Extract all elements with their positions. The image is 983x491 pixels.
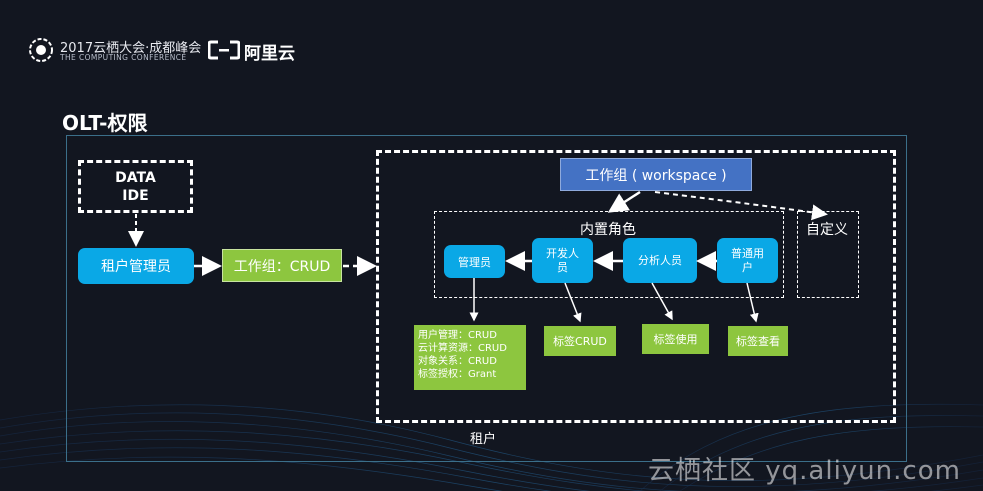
aliyun-logo-icon [208, 40, 240, 60]
tag-use-node: 标签使用 [642, 324, 709, 354]
data-ide-box: DATA IDE [78, 160, 193, 213]
conference-logo-icon [29, 38, 53, 62]
permission-item: 对象关系：CRUD [418, 356, 497, 367]
workspace-node: 工作组 ( workspace ) [560, 158, 752, 191]
role-admin-node: 管理员 [444, 245, 505, 278]
watermark: 云栖社区 yq.aliyun.com [648, 456, 961, 486]
tenant-label: 租户 [470, 432, 497, 447]
conference-title: 2017云栖大会·成都峰会 [60, 41, 202, 56]
arrow-user-to-tag-view [746, 282, 759, 323]
arrow-dev-to-tag-crud [564, 282, 582, 323]
role-developer-node: 开发人员 [532, 238, 593, 283]
permission-item: 云计算资源：CRUD [418, 343, 507, 354]
custom-roles-container [797, 211, 859, 298]
arrow-workspace-to-custom [654, 191, 828, 221]
workgroup-crud-node: 工作组：CRUD [222, 249, 342, 282]
role-user-node: 普通用户 [717, 238, 778, 283]
tenant-admin-node: 租户管理员 [78, 248, 194, 284]
data-ide-line2: IDE [122, 187, 149, 204]
data-ide-line1: DATA [115, 169, 156, 186]
arrow-workspace-to-roles [607, 190, 641, 213]
permission-item: 用户管理：CRUD [418, 330, 497, 341]
brand-name: 阿里云 [244, 44, 295, 64]
tenant-container [376, 150, 896, 423]
custom-roles-label: 自定义 [806, 222, 848, 238]
diagram-frame [66, 135, 907, 462]
role-analyst-node: 分析人员 [623, 238, 697, 283]
builtin-roles-label: 内置角色 [580, 222, 636, 238]
arrow-analyst-to-tag-use [651, 282, 673, 321]
admin-permissions-box: 用户管理：CRUD 云计算资源：CRUD 对象关系：CRUD 标签授权：Gran… [414, 325, 526, 390]
tag-crud-node: 标签CRUD [544, 326, 616, 356]
conference-subtitle: THE COMPUTING CONFERENCE [60, 53, 187, 62]
tag-view-node: 标签查看 [728, 326, 788, 356]
slide-title: OLT-权限 [62, 111, 148, 135]
permission-item: 标签授权：Grant [418, 369, 497, 380]
